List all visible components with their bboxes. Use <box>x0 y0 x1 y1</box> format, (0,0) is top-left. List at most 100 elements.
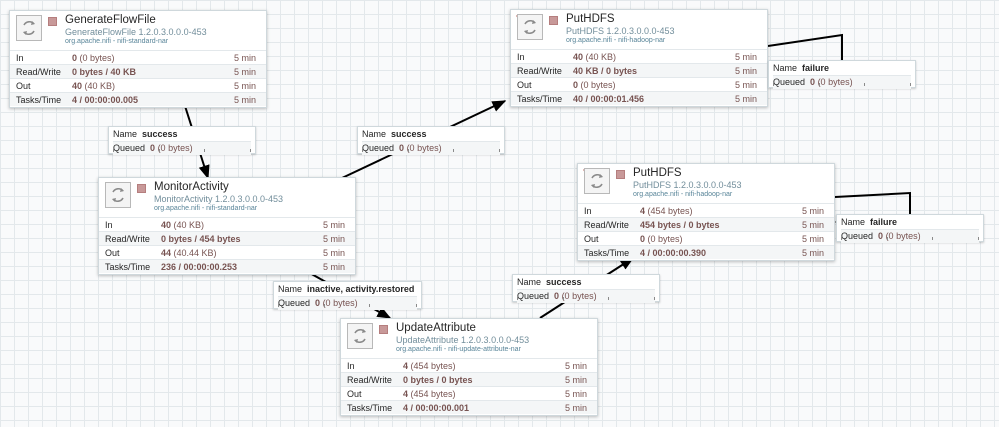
stopped-state-icon[interactable] <box>616 170 625 179</box>
stat-label: Tasks/Time <box>517 94 563 104</box>
processor-icon <box>347 323 373 349</box>
queue-progress-bar <box>517 297 655 300</box>
stat-value: 40 (40 KB) <box>573 52 617 62</box>
stat-value: 0 (0 bytes) <box>640 234 683 244</box>
processor-type: UpdateAttribute 1.2.0.3.0.0.0-453 <box>396 335 530 345</box>
processor-header: UpdateAttribute UpdateAttribute 1.2.0.3.… <box>341 319 597 355</box>
queue-progress-bar <box>362 149 500 152</box>
processor-name: UpdateAttribute <box>396 322 476 334</box>
stat-window: 5 min <box>322 220 345 230</box>
stat-window: 5 min <box>734 94 757 104</box>
processor-type: PutHDFS 1.2.0.3.0.0.0-453 <box>566 26 675 36</box>
processor-header: GenerateFlowFile GenerateFlowFile 1.2.0.… <box>10 11 266 47</box>
processor-header: ◖ PutHDFS PutHDFS 1.2.0.3.0.0.0-453 org.… <box>578 164 834 200</box>
processor-bundle: org.apache.nifi - nifi-update-attribute-… <box>396 346 521 353</box>
stat-label: Tasks/Time <box>105 262 151 272</box>
stat-row-out: Out 4 (454 bytes) 5 min <box>341 386 597 400</box>
stat-value: 236 / 00:00:00.253 <box>161 262 238 272</box>
stat-label: Read/Write <box>517 66 562 76</box>
processor-bundle: org.apache.nifi - nifi-hadoop-nar <box>633 191 733 198</box>
stat-window: 5 min <box>734 80 757 90</box>
processor-monitoractivity[interactable]: MonitorActivity MonitorActivity 1.2.0.3.… <box>98 177 356 275</box>
stat-window: 5 min <box>564 375 587 385</box>
stopped-state-icon[interactable] <box>379 325 388 334</box>
stat-value: 4 (454 bytes) <box>403 389 456 399</box>
processor-bundle: org.apache.nifi - nifi-standard-nar <box>154 205 258 212</box>
connection-name-row: Name success <box>362 129 427 139</box>
connection-failure-2[interactable]: Name failure Queued 0 (0 bytes) <box>836 214 984 243</box>
queue-progress-bar <box>773 83 911 86</box>
processor-puthdfs-right[interactable]: ◖ PutHDFS PutHDFS 1.2.0.3.0.0.0-453 org.… <box>577 163 835 261</box>
stat-label: In <box>105 220 113 230</box>
stat-window: 5 min <box>734 66 757 76</box>
stat-window: 5 min <box>233 95 256 105</box>
stat-label: Read/Write <box>105 234 150 244</box>
stat-label: In <box>584 206 592 216</box>
processor-bundle: org.apache.nifi - nifi-hadoop-nar <box>566 37 666 44</box>
connection-name: success <box>142 129 178 139</box>
processor-updateattribute[interactable]: UpdateAttribute UpdateAttribute 1.2.0.3.… <box>340 318 598 416</box>
stat-row-out: Out 0 (0 bytes) 5 min <box>511 77 767 91</box>
processor-type: PutHDFS 1.2.0.3.0.0.0-453 <box>633 180 742 190</box>
stat-label: Out <box>517 80 532 90</box>
queue-progress-bar <box>113 149 251 152</box>
connection-inactive-restored[interactable]: Name inactive, activity.restored Queued … <box>273 281 422 310</box>
stat-label: In <box>347 361 355 371</box>
connection-name: inactive, activity.restored <box>307 284 415 294</box>
stat-value: 0 (0 bytes) <box>573 80 616 90</box>
connection-failure-1[interactable]: Name failure Queued 0 (0 bytes) <box>768 60 916 89</box>
stat-window: 5 min <box>564 403 587 413</box>
processor-type: GenerateFlowFile 1.2.0.3.0.0.0-453 <box>65 27 207 37</box>
stat-window: 5 min <box>564 361 587 371</box>
queued-count: 0 <box>810 77 816 87</box>
queued-count: 0 <box>150 143 156 153</box>
connection-name-row: Name failure <box>773 63 830 73</box>
connection-queued-row: Queued 0 (0 bytes) <box>773 75 911 89</box>
connection-queued-row: Queued 0 (0 bytes) <box>113 141 251 155</box>
queued-count: 0 <box>878 231 884 241</box>
stat-window: 5 min <box>233 53 256 63</box>
stat-label: Tasks/Time <box>584 248 630 258</box>
connection-queued-row: Queued 0 (0 bytes) <box>278 296 417 310</box>
processor-generateflowfile[interactable]: GenerateFlowFile GenerateFlowFile 1.2.0.… <box>9 10 267 108</box>
stat-label: Tasks/Time <box>347 403 393 413</box>
connection-name-row: Name success <box>517 277 582 287</box>
stopped-state-icon[interactable] <box>549 16 558 25</box>
stat-window: 5 min <box>322 234 345 244</box>
stat-label: Out <box>347 389 362 399</box>
stat-window: 5 min <box>322 262 345 272</box>
processor-header: ◖ PutHDFS PutHDFS 1.2.0.3.0.0.0-453 org.… <box>511 10 767 46</box>
processor-name: MonitorActivity <box>154 181 229 193</box>
stopped-state-icon[interactable] <box>48 17 57 26</box>
stat-row-tasks: Tasks/Time 236 / 00:00:00.253 5 min <box>99 259 355 273</box>
stat-label: In <box>517 52 525 62</box>
stat-window: 5 min <box>564 389 587 399</box>
processor-puthdfs-top[interactable]: ◖ PutHDFS PutHDFS 1.2.0.3.0.0.0-453 org.… <box>510 9 768 107</box>
processor-name: PutHDFS <box>633 167 682 179</box>
stat-value: 0 bytes / 0 bytes <box>403 375 473 385</box>
connection-name: success <box>391 129 427 139</box>
connection-success-2[interactable]: Name success Queued 0 (0 bytes) <box>357 126 505 155</box>
stat-value: 40 (40 KB) <box>72 81 116 91</box>
connection-success-1[interactable]: Name success Queued 0 (0 bytes) <box>108 126 256 155</box>
connection-success-3[interactable]: Name success Queued 0 (0 bytes) <box>512 274 660 303</box>
stat-label: In <box>16 53 24 63</box>
connection-queued-row: Queued 0 (0 bytes) <box>362 141 500 155</box>
stat-label: Out <box>584 234 599 244</box>
queued-count: 0 <box>399 143 405 153</box>
stat-window: 5 min <box>233 67 256 77</box>
stopped-state-icon[interactable] <box>137 184 146 193</box>
